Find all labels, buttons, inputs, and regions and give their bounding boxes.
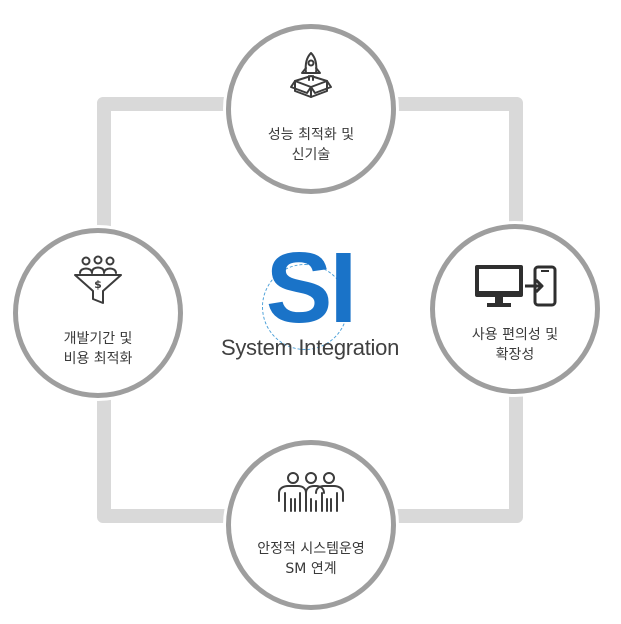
node-operation-line-1: 안정적 시스템운영: [257, 541, 365, 557]
node-usability-line-2: 확장성: [495, 347, 535, 363]
node-usability-line-1: 사용 편의성 및: [471, 327, 559, 343]
node-cost-line-2: 비용 최적화: [63, 351, 133, 367]
node-cost-line-1: 개발기간 및: [63, 331, 133, 347]
node-usability: 사용 편의성 및 확장성: [430, 224, 600, 394]
center-abbreviation: SI: [265, 232, 357, 344]
node-performance-line-2: 신기술: [291, 147, 331, 163]
people-group-icon: [276, 471, 346, 517]
node-cost-label: 개발기간 및 비용 최적화: [28, 329, 168, 369]
node-operation-label: 안정적 시스템운영 SM 연계: [241, 539, 381, 579]
node-performance-label: 성능 최적화 및 신기술: [241, 125, 381, 165]
rocket-box-icon: [289, 51, 333, 103]
node-performance: 성능 최적화 및 신기술: [226, 24, 396, 194]
node-operation: 안정적 시스템운영 SM 연계: [226, 440, 396, 610]
node-performance-line-1: 성능 최적화 및: [267, 127, 355, 143]
center-full-name: System Integration: [220, 335, 400, 360]
monitor-mobile-icon: [473, 263, 557, 313]
people-funnel-dollar-icon: $: [72, 255, 124, 311]
node-operation-line-2: SM 연계: [285, 561, 337, 577]
svg-text:$: $: [94, 278, 102, 291]
node-usability-label: 사용 편의성 및 확장성: [445, 325, 585, 365]
node-cost: $ 개발기간 및 비용 최적화: [13, 228, 183, 398]
center-dashed-circle: [262, 264, 348, 350]
